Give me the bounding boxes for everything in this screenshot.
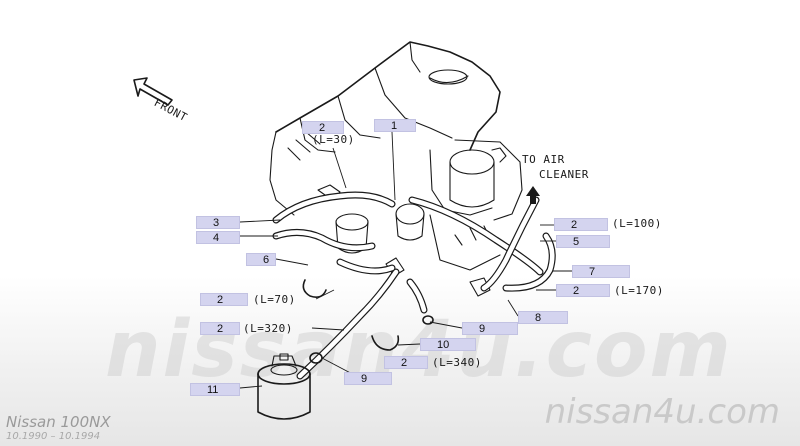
callout-number: 9	[361, 373, 368, 385]
callout-number: 1	[391, 120, 398, 132]
vehicle-model: Nissan 100NX	[6, 413, 111, 431]
callout-number: 6	[263, 254, 270, 266]
callout-part-6[interactable]: 6	[246, 253, 276, 266]
vacuum-hoses	[272, 191, 556, 380]
length-note-30: (L=30)	[312, 133, 355, 146]
callout-number: 11	[207, 384, 219, 396]
air-cleaner-label-line2: CLEANER	[539, 168, 589, 181]
engine-block	[269, 41, 523, 271]
air-cleaner-arrow-icon	[526, 186, 540, 204]
length-note-170: (L=170)	[614, 284, 664, 297]
callout-part-9-upper[interactable]: 9	[462, 322, 518, 335]
callout-part-9[interactable]: 9	[344, 372, 392, 385]
callout-part-4[interactable]: 4	[196, 231, 240, 244]
watermark-corner: nissan4u.com	[544, 392, 780, 432]
callout-part-10[interactable]: 10	[420, 338, 476, 351]
callout-part-1[interactable]: 1	[374, 119, 416, 132]
hose-clamps	[302, 279, 434, 364]
production-dates: 10.1990 – 10.1994	[6, 431, 101, 442]
callout-part-2-l320[interactable]: 2	[200, 322, 240, 335]
callout-part-7[interactable]: 7	[572, 265, 630, 278]
callout-number: 7	[589, 266, 596, 278]
callout-number: 8	[535, 312, 542, 324]
callout-part-8[interactable]: 8	[518, 311, 568, 324]
callout-number: 2	[401, 357, 408, 369]
charcoal-canister	[257, 353, 311, 420]
callout-number: 5	[573, 236, 580, 248]
air-cleaner-label-line1: TO AIR	[522, 153, 565, 166]
callout-part-11[interactable]: 11	[190, 383, 240, 396]
watermark-large: nissan4u.com	[105, 305, 733, 395]
length-note-100: (L=100)	[612, 217, 662, 230]
length-note-320: (L=320)	[243, 322, 293, 335]
callout-number: 2	[319, 122, 326, 134]
length-note-340: (L=340)	[432, 356, 482, 369]
front-arrow-icon	[133, 77, 173, 106]
callout-number: 2	[217, 323, 224, 335]
callout-number: 10	[437, 339, 450, 351]
callout-number: 3	[213, 217, 220, 229]
leader-lines	[239, 131, 572, 389]
callout-part-2-l100[interactable]: 2	[554, 218, 608, 231]
callout-number: 9	[479, 323, 486, 335]
callout-part-2-l340[interactable]: 2	[384, 356, 428, 369]
callout-part-5[interactable]: 5	[556, 235, 610, 248]
callout-part-2[interactable]: 2	[302, 121, 344, 134]
callout-part-3[interactable]: 3	[196, 216, 240, 229]
callout-number: 2	[571, 219, 578, 231]
callout-part-2-l170[interactable]: 2	[556, 284, 610, 297]
callout-number: 2	[573, 285, 580, 297]
callout-number: 4	[213, 232, 220, 244]
valve-assembly	[317, 184, 491, 297]
callout-number: 2	[217, 294, 224, 306]
callout-part-2-l70[interactable]: 2	[200, 293, 248, 306]
length-note-70: (L=70)	[253, 293, 296, 306]
